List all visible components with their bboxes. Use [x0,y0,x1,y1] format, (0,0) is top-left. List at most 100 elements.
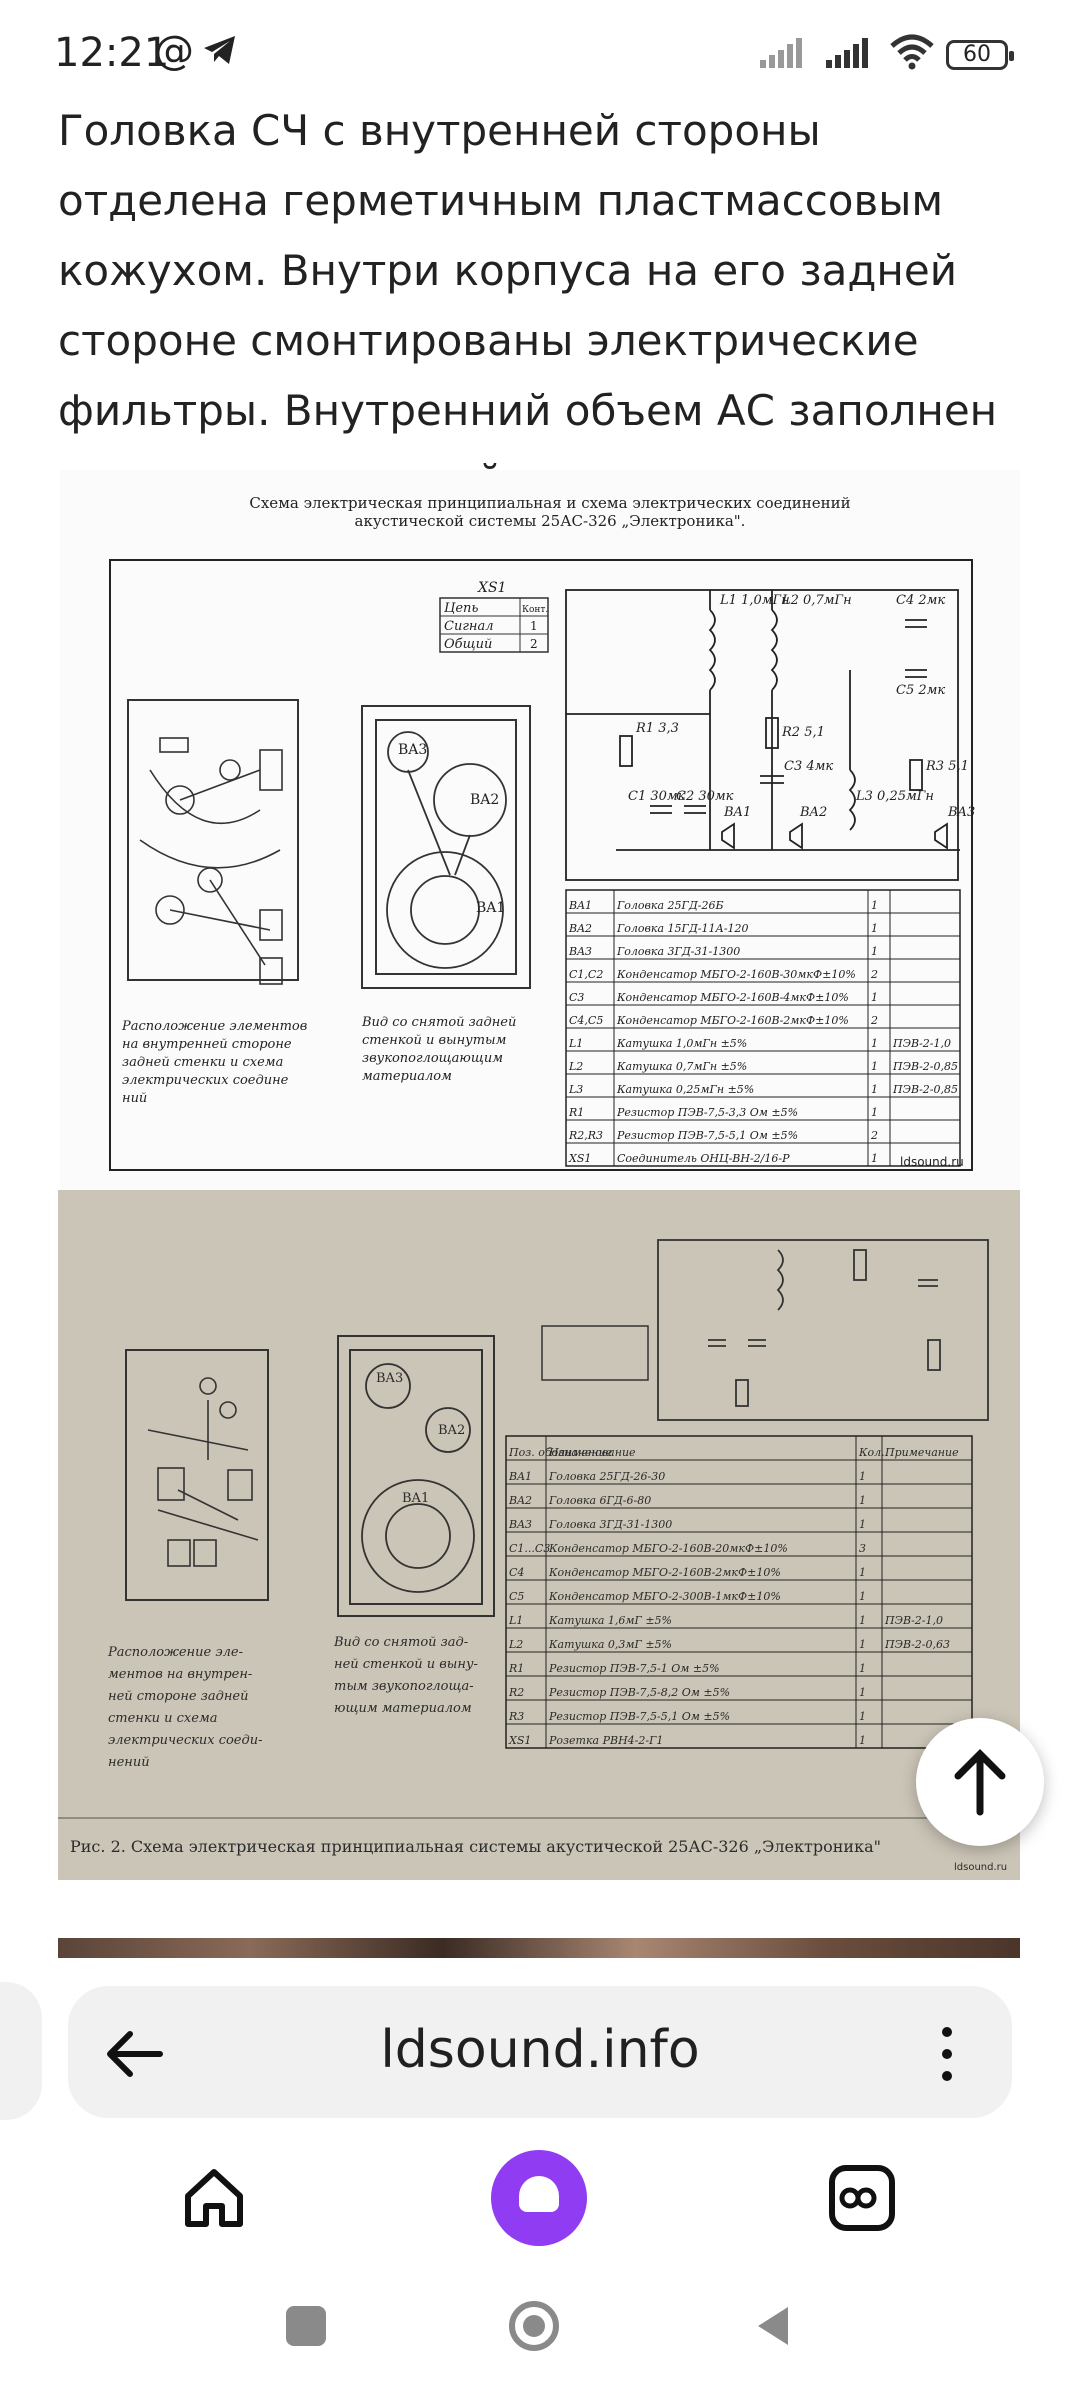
fig1-label-c3: C3 4мк [784,759,833,774]
fig1-table-cell: ПЭВ-2-0,85 [892,1083,958,1096]
signal-strength-icon-sim2 [826,38,868,68]
recent-apps-button[interactable] [286,2306,326,2346]
fig2-table-cell: Кол. [858,1446,885,1459]
fig1-connector-row-3: Общий [444,637,492,652]
fig1-table-cell: L2 [568,1060,583,1073]
fig1-table-cell: BA3 [568,945,592,958]
schematic-image-2[interactable]: Расположение эле- ментов на внутрен- ней… [58,1190,1020,1880]
fig1-title-line2: акустической системы 25АС-326 „Электрони… [355,512,746,530]
signal-strength-icon-sim1 [760,38,802,68]
at-sign-icon: @ [154,28,194,74]
fig1-label-c4: C4 2мк [896,593,945,608]
fig1-label-ba3: BA3 [947,805,975,820]
svg-text:BA3: BA3 [398,742,427,758]
more-options-icon[interactable] [932,2022,962,2086]
fig2-table-cell: 1 [859,1470,866,1483]
fig1-table-cell: 1 [871,922,878,935]
fig1-table-cell: Катушка 1,0мГн ±5% [616,1037,747,1050]
fig2-table-cell: 1 [859,1638,866,1651]
fig2-table-cell: Резистор ПЭВ-7,5-8,2 Ом ±5% [548,1686,730,1699]
fig1-label-l3: L3 0,25мГн [855,789,934,804]
address-bar[interactable] [68,1986,1012,2118]
fig2-table-cell: C5 [509,1590,524,1603]
fig1-table-cell: 1 [871,991,878,1004]
fig1-label-ba1: BA1 [723,805,751,820]
fig2-table-cell: L1 [508,1614,523,1627]
fig1-table-cell: BA1 [568,899,592,912]
fig1-caption-left: Расположение элементов на внутренней сто… [121,1019,311,1106]
fig1-table-cell: 2 [870,968,878,981]
fig1-table-cell: XS1 [568,1152,591,1165]
svg-text:BA2: BA2 [438,1423,465,1438]
fig2-table-cell: L2 [508,1638,523,1651]
fig1-watermark: ldsound.ru [900,1155,964,1169]
fig1-table-cell: 1 [871,1106,878,1119]
tabs-icon[interactable] [826,2162,898,2234]
fig2-table-cell: R3 [508,1710,524,1723]
fig2-bottom-caption: Рис. 2. Схема электрическая принципиальн… [70,1837,881,1856]
address-url[interactable]: ldsound.info [380,2020,700,2080]
fig2-table-cell: 1 [859,1710,866,1723]
svg-text:BA1: BA1 [402,1491,429,1506]
fig2-table-cell: 1 [859,1590,866,1603]
fig2-table-cell: 1 [859,1566,866,1579]
fig1-table-cell: 1 [871,1083,878,1096]
scroll-to-top-button[interactable] [916,1718,1044,1846]
home-icon[interactable] [178,2162,250,2234]
alice-assistant-button[interactable] [491,2150,587,2246]
fig2-table-cell: C1...C3 [509,1542,550,1555]
system-back-button[interactable] [752,2303,792,2349]
fig1-connector-row-1: Цепь [444,601,478,616]
fig2-table-cell: BA3 [508,1518,532,1531]
fig1-connector-contact-2: 2 [530,637,538,651]
fig2-table-cell: Резистор ПЭВ-7,5-1 Ом ±5% [548,1662,720,1675]
fig1-table-cell: Головка 15ГД-11А-120 [616,922,749,935]
svg-text:BA2: BA2 [470,792,499,808]
home-system-button[interactable] [508,2300,560,2352]
fig2-table-cell: Головка 25ГД-26-30 [548,1470,665,1483]
fig1-table-cell: Резистор ПЭВ-7,5-3,3 Ом ±5% [616,1106,798,1119]
fig1-connector-contact-1: 1 [530,619,538,633]
fig1-label-r2: R2 5,1 [781,725,825,740]
fig1-table-cell: C3 [569,991,584,1004]
fig2-table-cell: C4 [509,1566,524,1579]
fig1-table-cell: 1 [871,1152,878,1165]
fig2-table-cell: Головка 3ГД-31-1300 [548,1518,672,1531]
fig1-table-cell: Конденсатор МБГО-2-160В-2мкФ±10% [616,1014,849,1027]
back-arrow-icon[interactable] [100,2024,170,2084]
fig2-table-cell: 1 [859,1662,866,1675]
fig2-table-cell: 1 [859,1518,866,1531]
fig2-table-cell: ПЭВ-2-0,63 [884,1638,950,1651]
fig2-table-cell: 1 [859,1494,866,1507]
telegram-icon [204,36,235,64]
schematic-image-1[interactable]: Схема электрическая принципиальная и схе… [60,470,1020,1190]
alice-icon [519,2176,559,2212]
fig1-table-cell: ПЭВ-2-1,0 [892,1037,951,1050]
fig1-label-ba2: BA2 [799,805,827,820]
fig1-connector-label: XS1 [477,580,506,596]
fig1-connector-row-2: Сигнал [444,619,493,634]
fig2-table-cell: Наименование [548,1446,636,1459]
battery-indicator: 60 [946,40,1014,70]
fig2-table-cell: Катушка 1,6мГ ±5% [548,1614,672,1627]
fig1-table-cell: 2 [870,1014,878,1027]
previous-tab-edge[interactable] [0,1982,42,2120]
fig2-table-cell: ПЭВ-2-1,0 [884,1614,943,1627]
fig2-caption-mid: Вид со снятой зад- ней стенкой и выну- т… [333,1635,482,1716]
arrow-up-icon [954,1749,1006,1816]
fig2-table-cell: Поз. обозначение [508,1446,613,1459]
fig2-table-cell: 1 [859,1686,866,1699]
fig2-table-cell: Конденсатор МБГО-2-160В-2мкФ±10% [548,1566,781,1579]
fig1-table-cell: Головка 3ГД-31-1300 [616,945,740,958]
fig2-table-cell: BA1 [508,1470,532,1483]
fig1-table-cell: Соединитель ОНЦ-ВН-2/16-Р [617,1152,790,1165]
fig2-table-cell: R2 [508,1686,524,1699]
fig1-table-cell: Головка 25ГД-26Б [616,899,724,912]
svg-text:BA3: BA3 [376,1371,403,1386]
fig2-table-cell: Головка 6ГД-6-80 [548,1494,651,1507]
fig1-label-c1: C1 30мк [628,789,686,804]
fig1-table-cell: Конденсатор МБГО-2-160В-4мкФ±10% [616,991,849,1004]
status-bar: 12:21 @ 60 [0,0,1080,110]
